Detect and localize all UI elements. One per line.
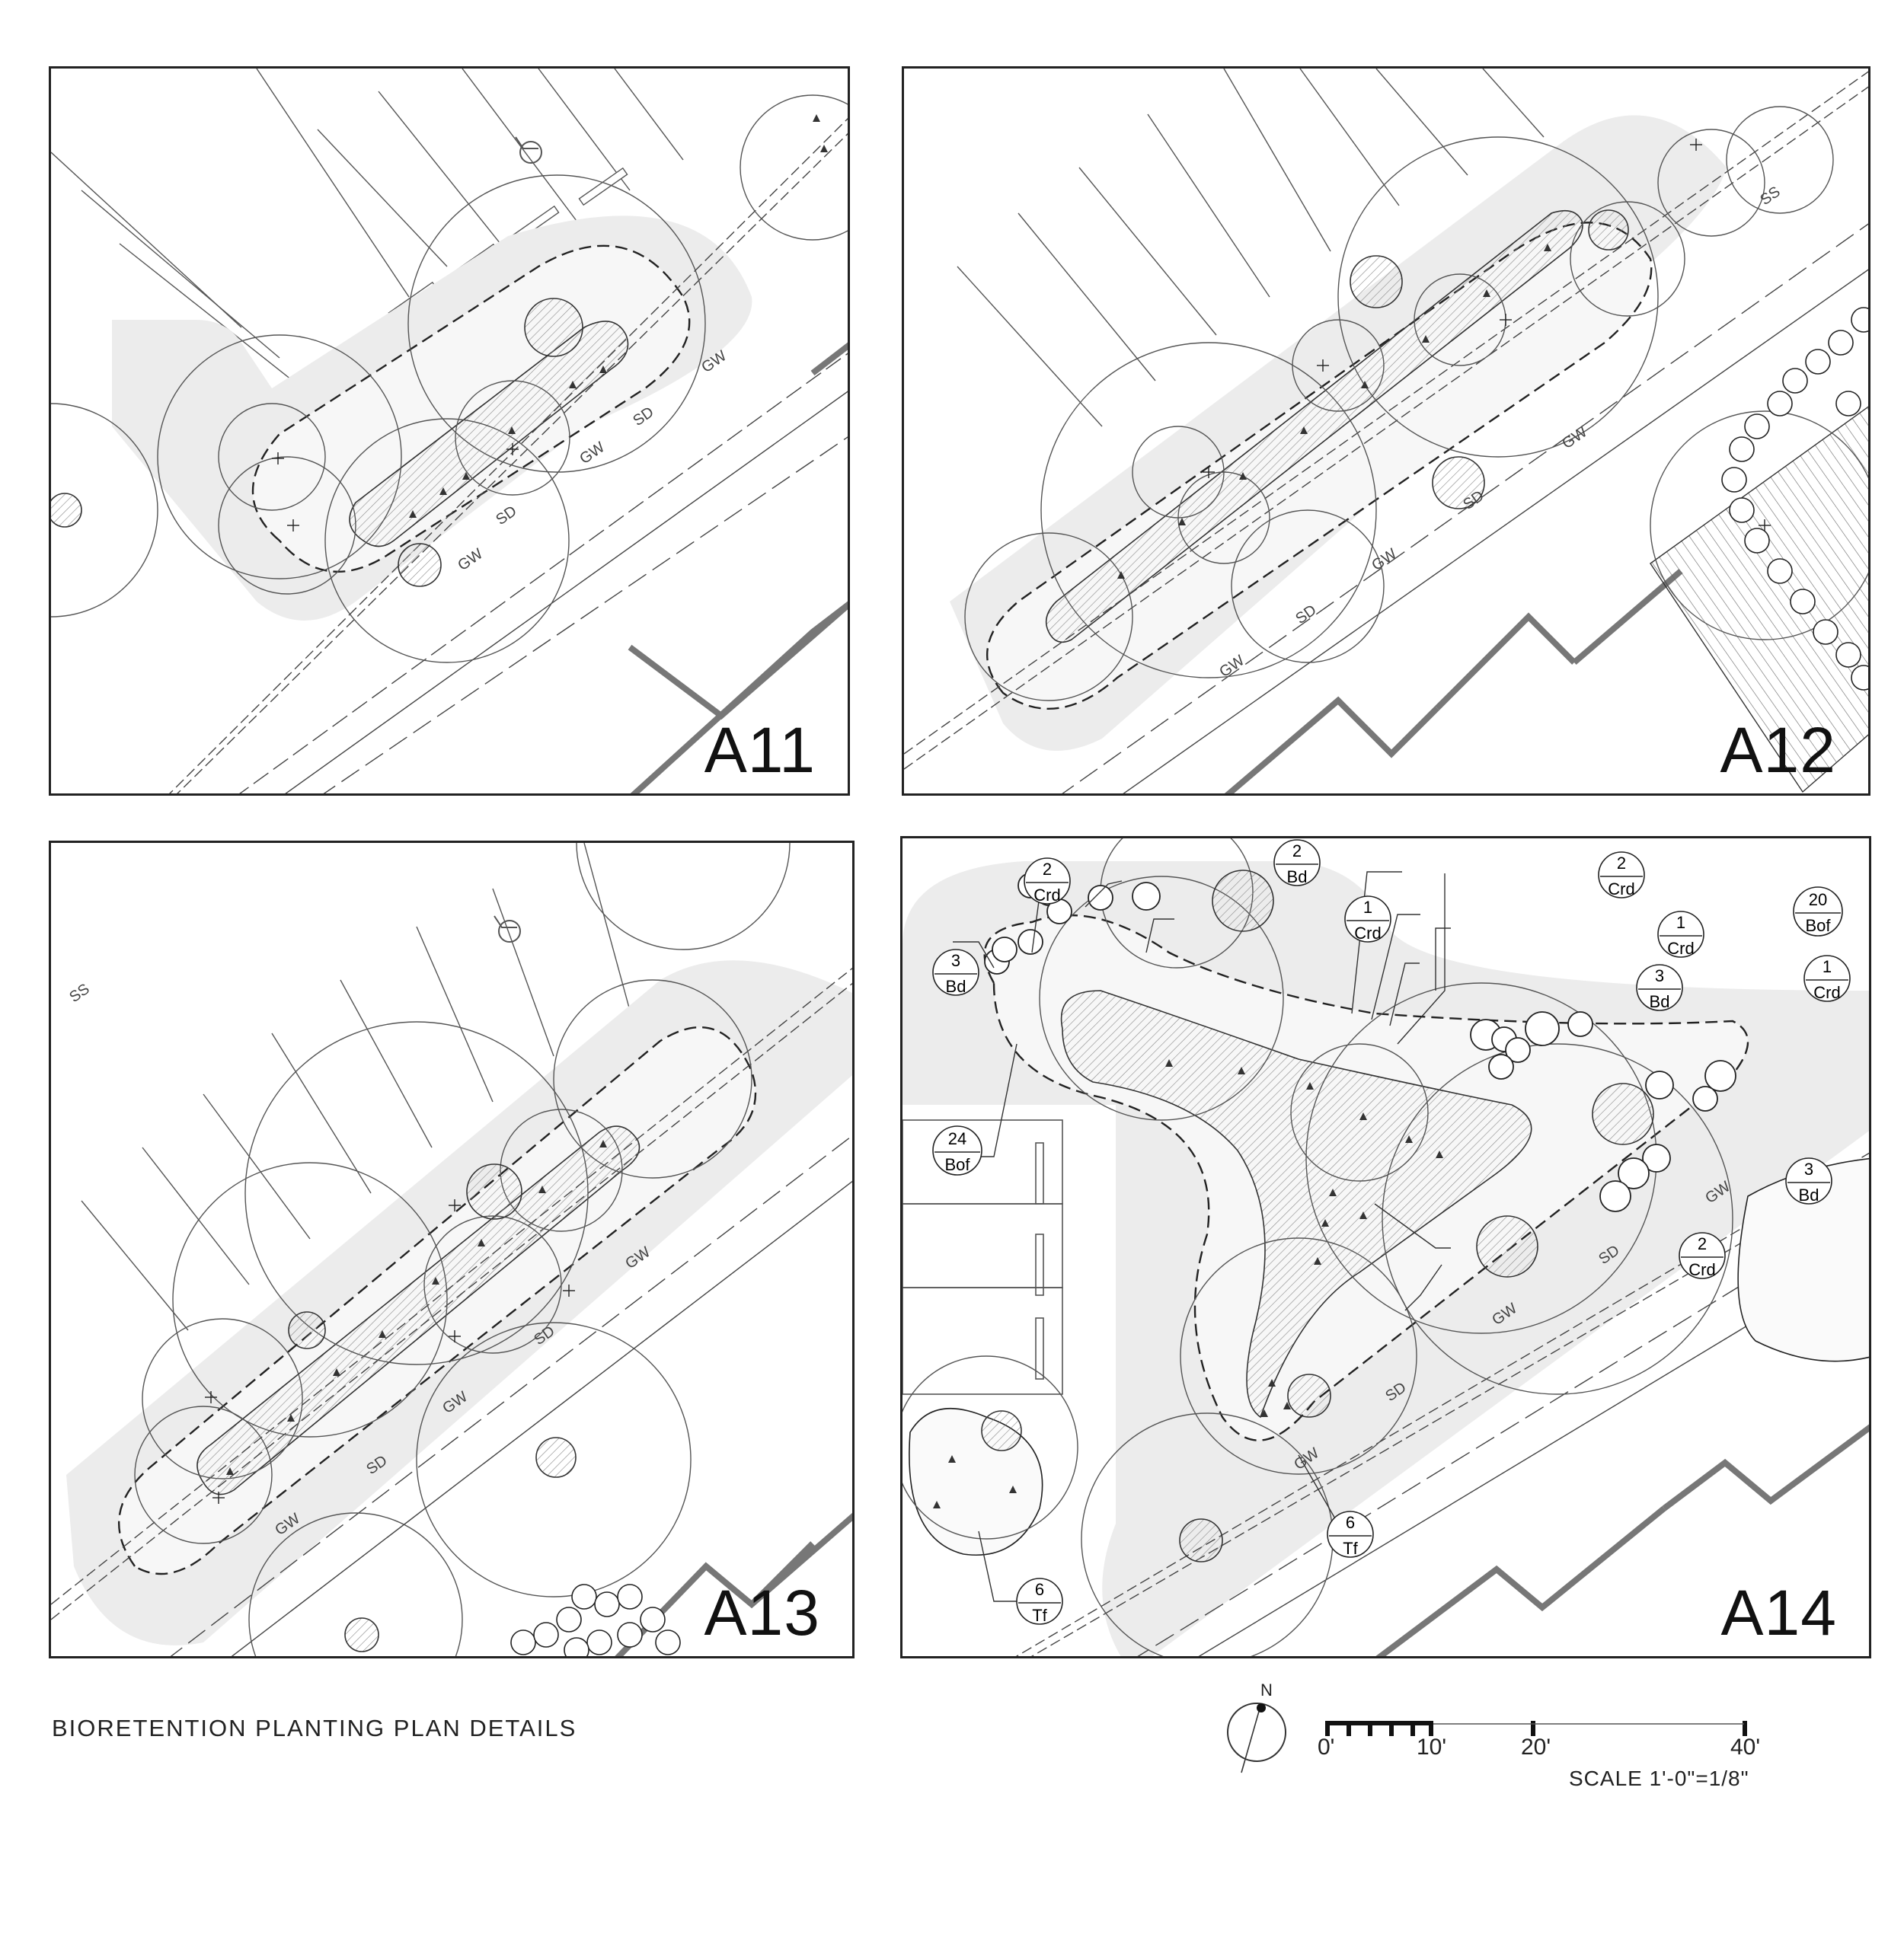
plant-tag: 1 Crd (1657, 911, 1704, 958)
svg-text:1: 1 (1676, 913, 1685, 932)
panel-label-a14: A14 (1720, 1577, 1837, 1649)
plant-tag: 3 Bd (1636, 964, 1683, 1011)
plant-tag: 24 Bof (932, 1125, 982, 1176)
plant-tags-layer: 2 Crd 2 Bd 1 Crd 3 Bd 2 Crd (932, 839, 1851, 1625)
scale-tick-10: 10' (1417, 1735, 1447, 1760)
tree-symbol-icon (272, 443, 519, 531)
svg-text:20: 20 (1809, 890, 1827, 909)
plant-tag: 2 Bd (1273, 839, 1321, 886)
svg-text:3: 3 (1804, 1160, 1813, 1179)
scale-bar (1325, 1721, 1747, 1736)
accessible-parking-icon (494, 915, 521, 943)
svg-text:2: 2 (1043, 860, 1052, 879)
scale-tick-20: 20' (1521, 1735, 1551, 1760)
panel-label-a13: A13 (704, 1577, 820, 1649)
utility-label-ss: SS (1757, 184, 1783, 209)
utility-label-ss: SS (66, 981, 92, 1006)
svg-text:Crd: Crd (1354, 924, 1381, 943)
plant-tag: 2 Crd (1598, 851, 1645, 898)
plant-tag: 6 Tf (1016, 1578, 1063, 1625)
north-label: N (1260, 1680, 1273, 1700)
svg-text:1: 1 (1363, 898, 1372, 917)
svg-text:1: 1 (1823, 957, 1832, 976)
svg-text:2: 2 (1698, 1234, 1707, 1253)
grass-clump-icon (409, 114, 828, 518)
svg-text:Bof: Bof (1805, 916, 1831, 935)
scale-tick-40: 40' (1730, 1735, 1761, 1760)
utility-label-gw: GW (1369, 545, 1400, 574)
accessible-parking-icon (515, 136, 542, 164)
plant-tag: 3 Bd (932, 949, 979, 996)
north-arrow-icon (1227, 1703, 1286, 1773)
utility-label-sd: SD (493, 503, 519, 528)
svg-text:Tf: Tf (1032, 1606, 1047, 1625)
svg-text:6: 6 (1346, 1513, 1355, 1532)
svg-text:2: 2 (1617, 854, 1626, 873)
svg-text:Tf: Tf (1343, 1539, 1358, 1558)
svg-text:Bd: Bd (1287, 867, 1308, 886)
drawing-title: BIORETENTION PLANTING PLAN DETAILS (52, 1715, 577, 1741)
panel-label-a12: A12 (1720, 714, 1836, 786)
utility-label-gw: GW (577, 439, 608, 468)
utility-label-sd: SD (630, 404, 656, 429)
plant-tag: 2 Crd (1679, 1232, 1726, 1279)
utility-label-gw: GW (1216, 652, 1248, 681)
svg-text:Crd: Crd (1667, 939, 1694, 958)
svg-text:Crd: Crd (1033, 886, 1060, 905)
svg-text:2: 2 (1292, 841, 1302, 860)
scale-note: SCALE 1'-0"=1/8" (1569, 1767, 1749, 1790)
svg-text:Crd: Crd (1688, 1260, 1715, 1279)
svg-text:Bof: Bof (944, 1155, 970, 1174)
utility-label-gw: GW (1559, 423, 1590, 452)
svg-text:24: 24 (948, 1129, 966, 1148)
svg-text:Crd: Crd (1813, 983, 1840, 1002)
plant-tag: 1 Crd (1344, 895, 1391, 943)
plant-tag: 3 Bd (1785, 1157, 1832, 1205)
svg-text:Bd: Bd (1799, 1186, 1819, 1205)
utility-label-sd: SD (1292, 602, 1319, 627)
svg-text:3: 3 (951, 951, 960, 970)
utility-label-gw: GW (455, 545, 486, 574)
plant-tag: 6 Tf (1327, 1511, 1374, 1558)
scale-tick-0: 0' (1318, 1735, 1335, 1760)
svg-text:Crd: Crd (1608, 879, 1634, 898)
panel-label-a11: A11 (704, 714, 816, 786)
plant-tag: 20 Bof (1793, 886, 1843, 937)
plant-tag: 1 Crd (1803, 955, 1851, 1002)
svg-text:3: 3 (1655, 966, 1664, 985)
svg-text:Bd: Bd (1650, 992, 1670, 1011)
plant-tag: 2 Crd (1024, 857, 1071, 905)
svg-text:6: 6 (1035, 1580, 1044, 1599)
svg-text:Bd: Bd (946, 977, 966, 996)
